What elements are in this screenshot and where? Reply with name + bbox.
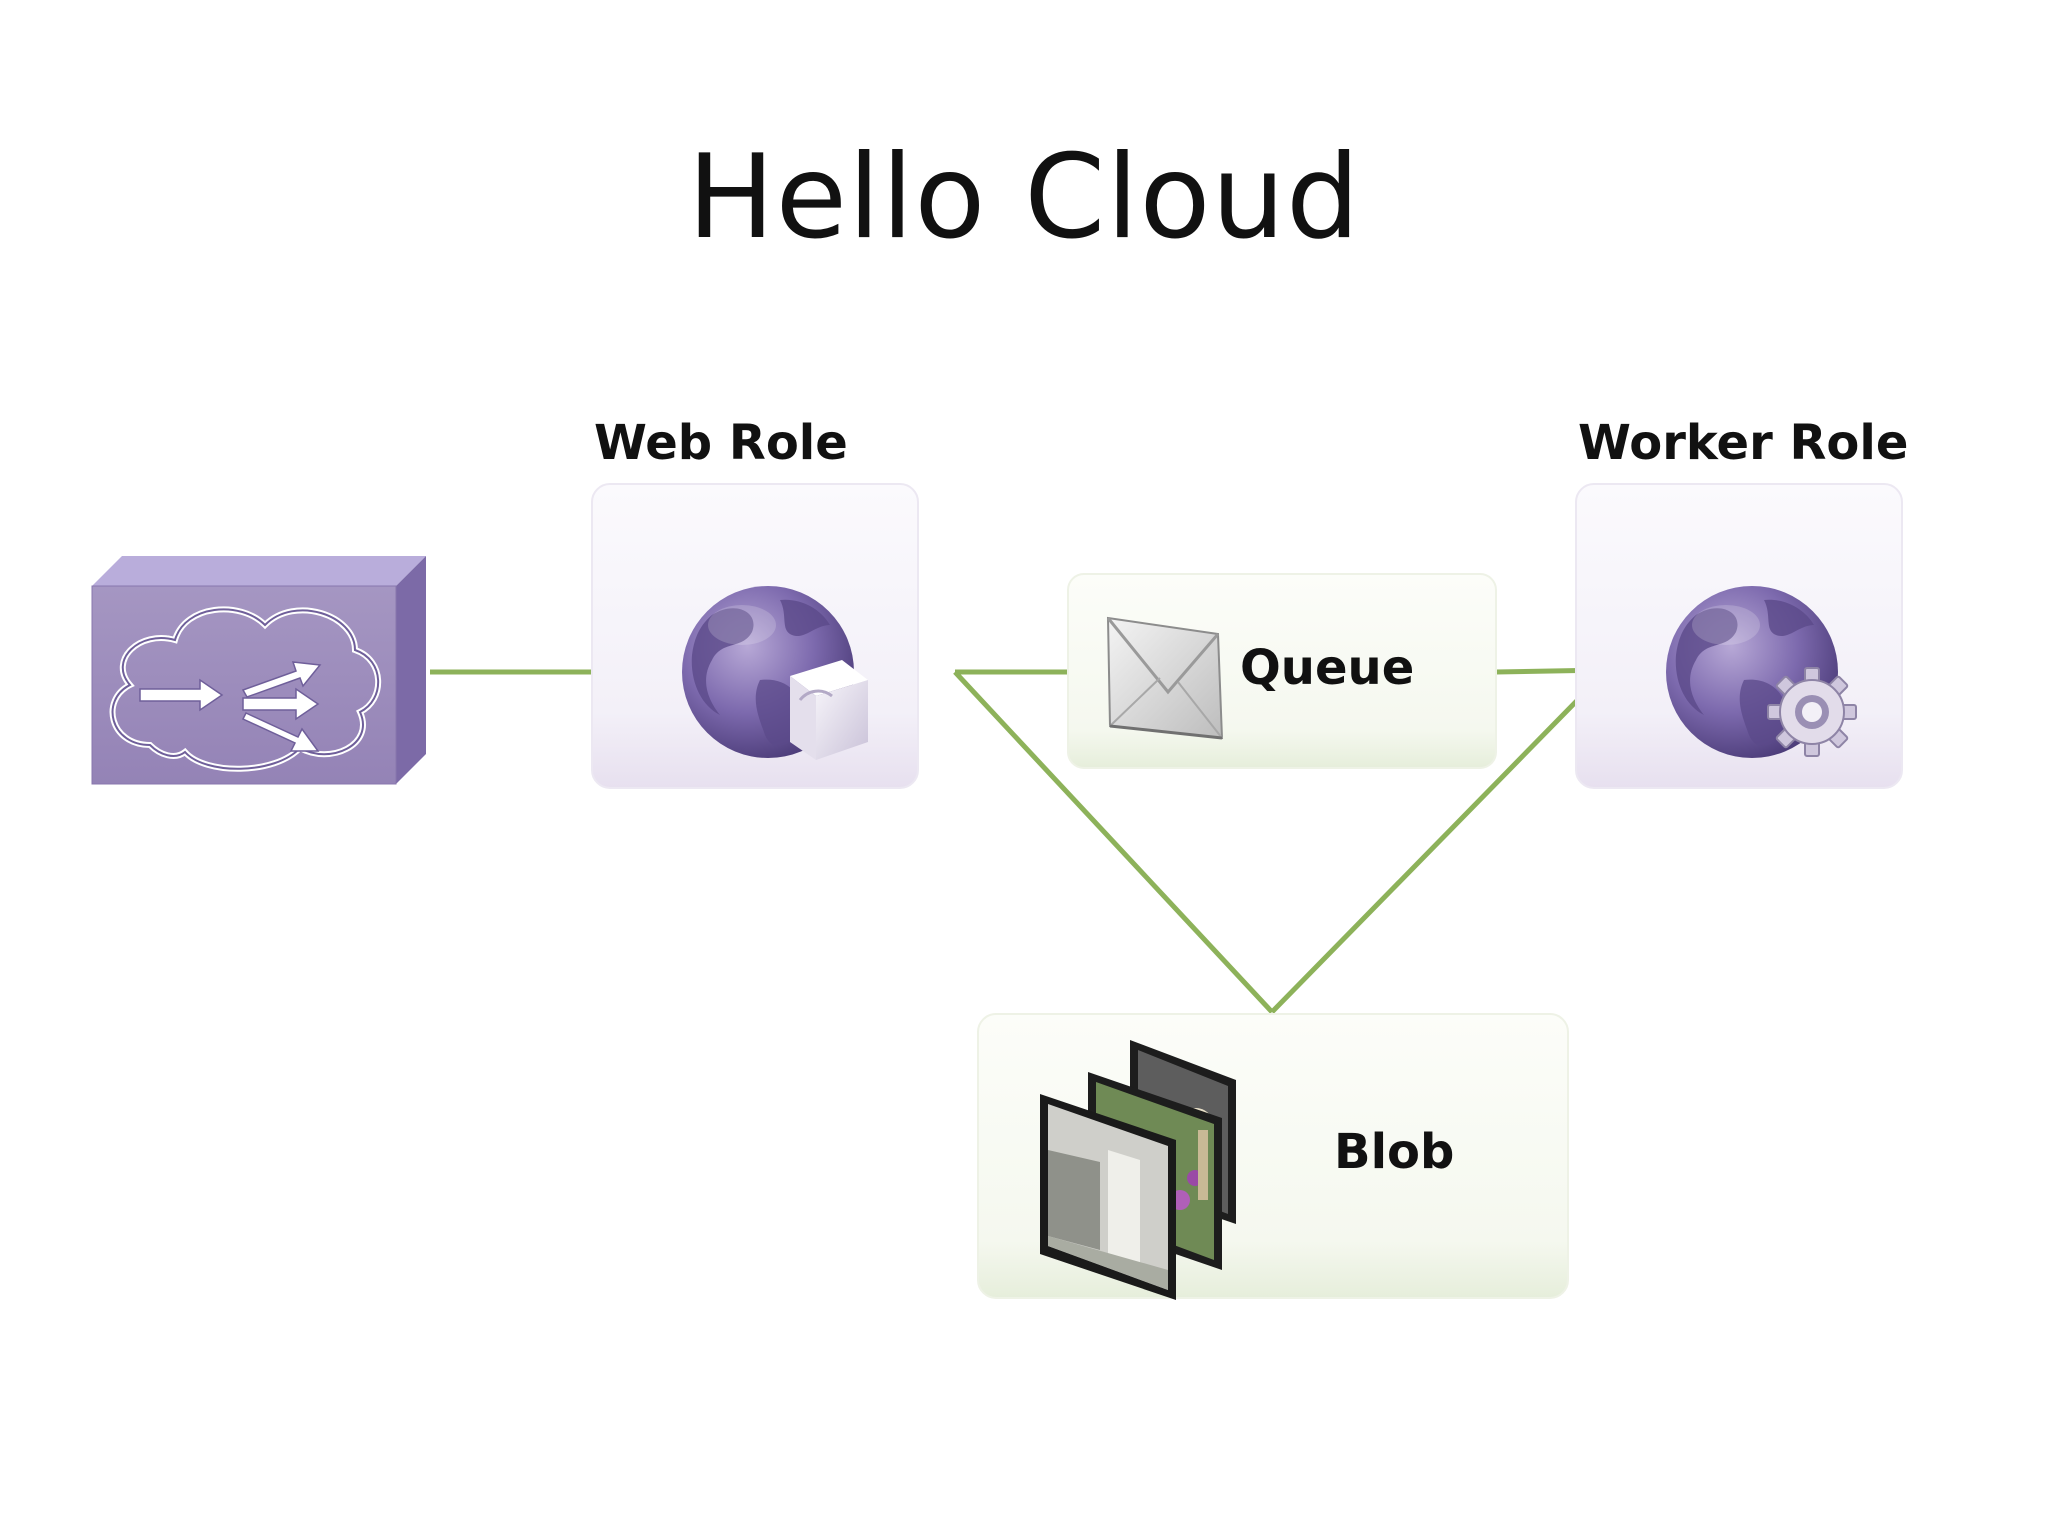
queue-label: Queue <box>1240 640 1415 696</box>
page-title: Hello Cloud <box>687 130 1361 265</box>
web-role-label: Web Role <box>594 415 848 471</box>
package-icon <box>790 660 868 760</box>
connector-webrole-blob <box>953 670 1274 1014</box>
web-role-node <box>591 483 919 789</box>
blob-node <box>977 1013 1569 1300</box>
load-balancer-icon <box>91 556 426 785</box>
connectors <box>430 667 1609 1014</box>
envelope-icon <box>1106 616 1224 740</box>
gear-icon <box>1767 667 1857 757</box>
blob-label: Blob <box>1334 1124 1455 1180</box>
images-stack-icon <box>1040 1040 1236 1300</box>
worker-role-label: Worker Role <box>1578 415 1909 471</box>
worker-role-node <box>1575 483 1903 789</box>
connector-workerrole-blob <box>1270 668 1609 1014</box>
queue-node <box>1067 573 1497 769</box>
